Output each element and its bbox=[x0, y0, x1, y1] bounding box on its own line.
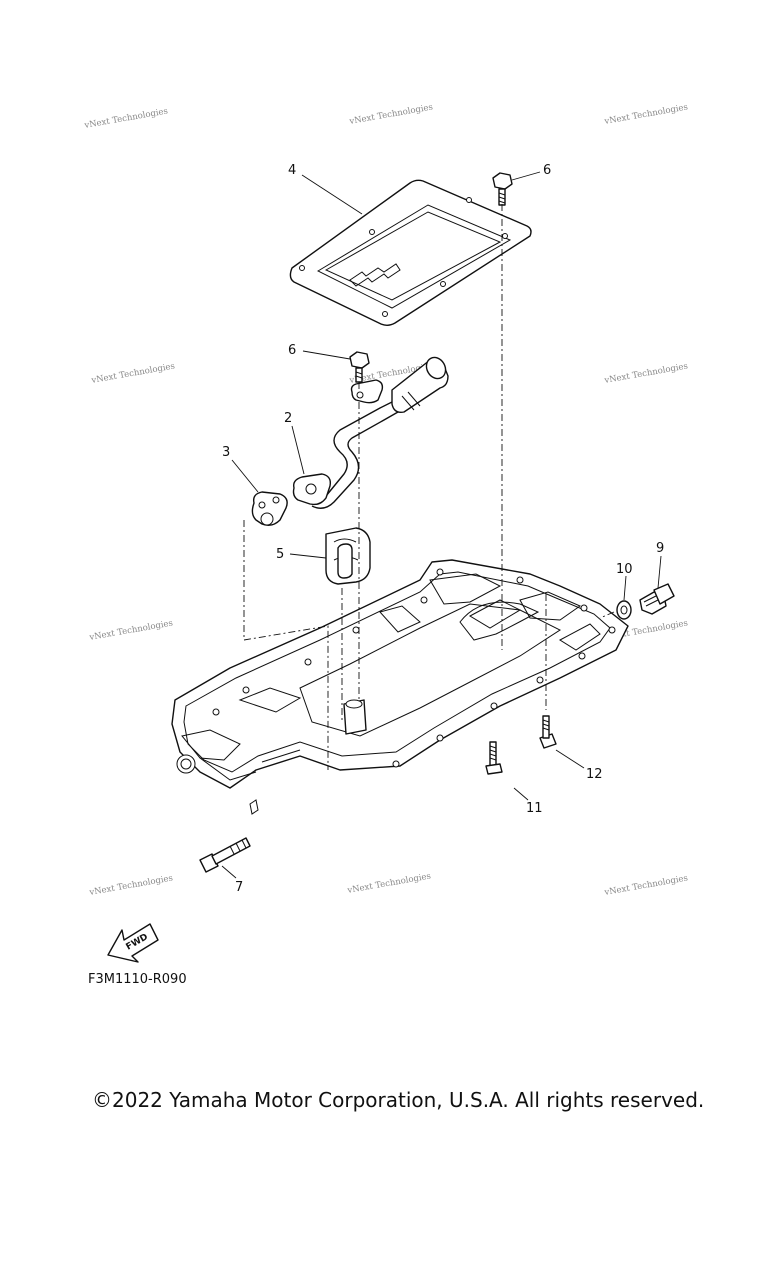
part-9-drain-bolt bbox=[639, 583, 675, 615]
leader-lines bbox=[221, 171, 662, 879]
part-6-bolt-middle bbox=[349, 351, 370, 383]
callouts: 4 6 6 2 3 5 9 10 12 11 7 bbox=[222, 163, 664, 895]
copyright-notice: ©2022 Yamaha Motor Corporation, U.S.A. A… bbox=[92, 1088, 705, 1112]
part-4-cover-plate bbox=[289, 179, 532, 326]
watermark: vNext Technologies bbox=[88, 873, 174, 898]
part-6-bolt-top bbox=[492, 172, 513, 206]
callout-3: 3 bbox=[222, 445, 230, 460]
part-5-grommet bbox=[325, 527, 371, 585]
callout-2: 2 bbox=[284, 411, 292, 426]
callout-6-middle: 6 bbox=[288, 343, 296, 358]
part-10-washer bbox=[616, 600, 632, 620]
watermark: vNext Technologies bbox=[603, 102, 689, 127]
callout-5: 5 bbox=[276, 547, 284, 562]
reference-code: F3M1110-R090 bbox=[88, 972, 187, 987]
callout-7: 7 bbox=[235, 880, 243, 895]
watermark: vNext Technologies bbox=[348, 102, 434, 127]
callout-11: 11 bbox=[526, 801, 543, 816]
part-11-oil-pan bbox=[171, 559, 629, 815]
watermark: vNext Technologies bbox=[90, 361, 176, 386]
callout-4: 4 bbox=[288, 163, 296, 178]
callout-6-top: 6 bbox=[543, 163, 551, 178]
assembly-lines bbox=[243, 204, 615, 770]
callout-12: 12 bbox=[586, 767, 603, 782]
part-2-oil-pipe bbox=[292, 356, 449, 509]
watermark: vNext Technologies bbox=[346, 871, 432, 896]
part-7-bolt bbox=[199, 837, 251, 873]
watermark: vNext Technologies bbox=[88, 618, 174, 643]
watermark: vNext Technologies bbox=[83, 106, 169, 131]
callout-9: 9 bbox=[656, 541, 664, 556]
part-3-gasket bbox=[251, 491, 288, 527]
fwd-arrow-icon: FWD bbox=[107, 923, 159, 963]
callout-10: 10 bbox=[616, 562, 633, 577]
watermark: vNext Technologies bbox=[603, 361, 689, 386]
part-12-bolts bbox=[485, 715, 557, 775]
watermark: vNext Technologies bbox=[603, 873, 689, 898]
